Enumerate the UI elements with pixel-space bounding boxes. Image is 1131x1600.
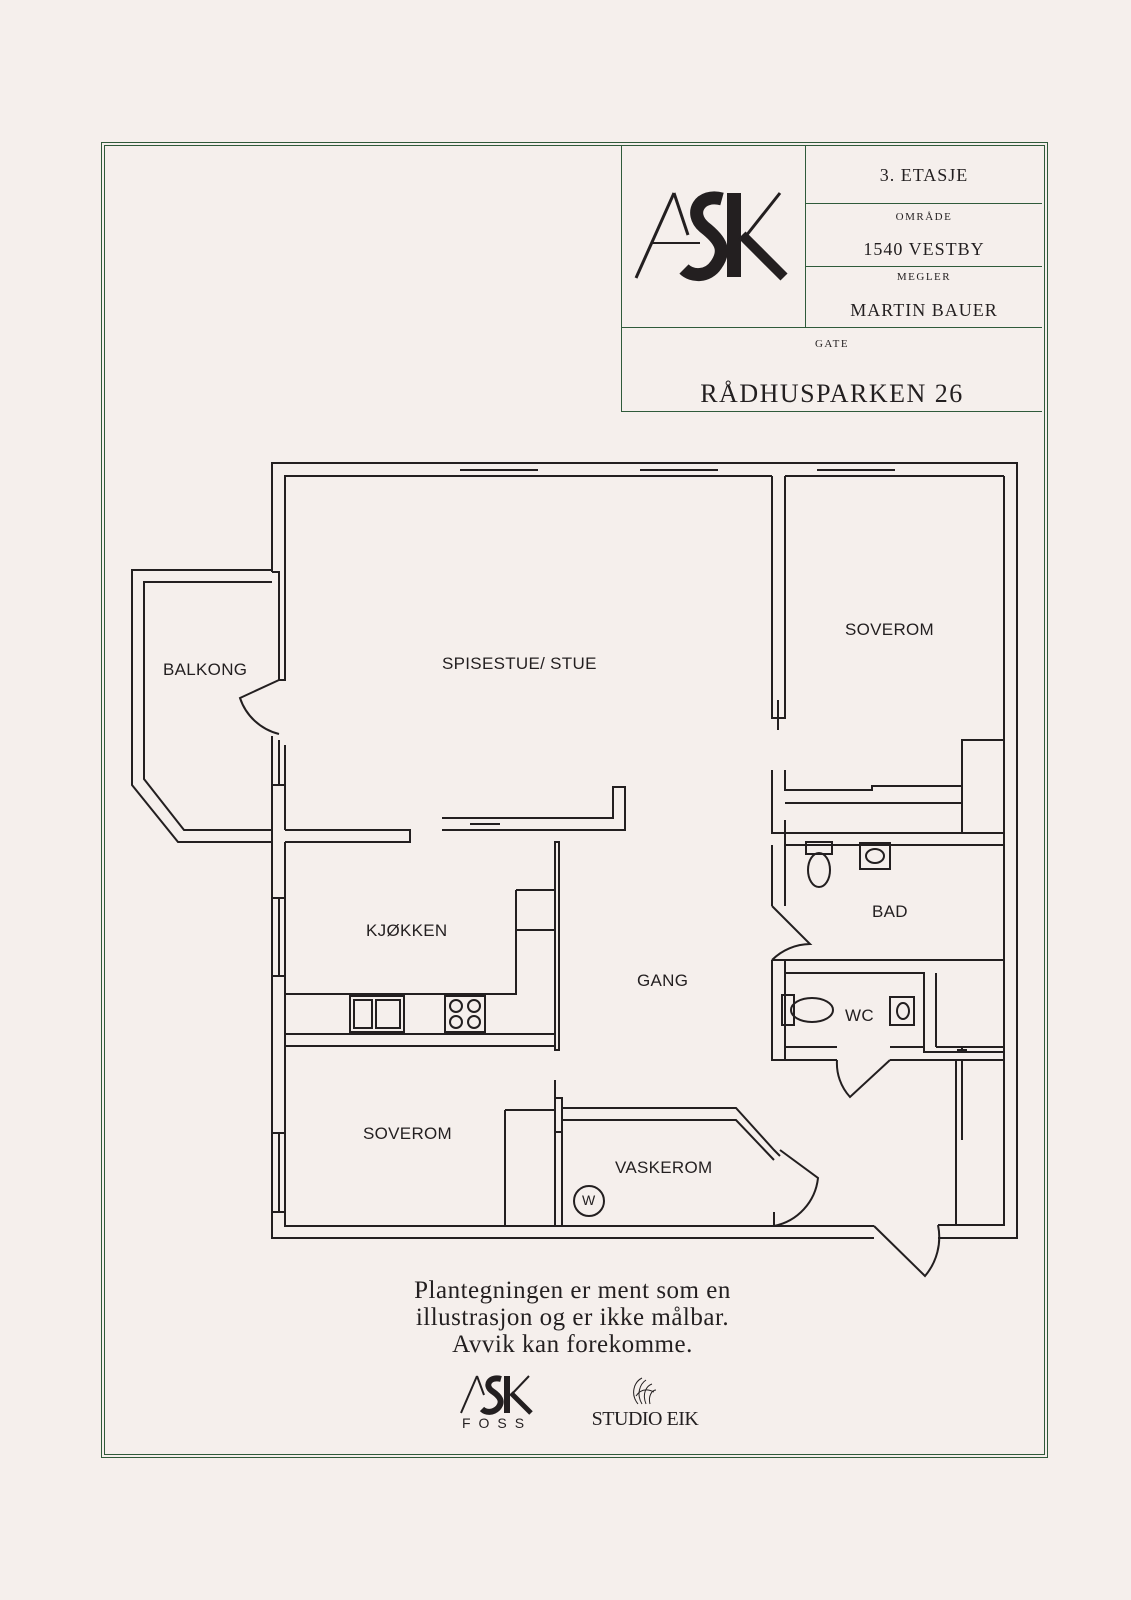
room-bathroom: BAD: [872, 902, 908, 921]
studio-eik-logo: STUDIO EIK: [590, 1374, 700, 1434]
room-balcony: BALKONG: [163, 660, 248, 679]
floor-text: 3. ETASJE: [879, 165, 969, 185]
room-bedroom-1: SOVEROM: [845, 620, 935, 639]
room-living: SPISESTUE/ STUE: [442, 654, 597, 673]
studio-eik-text: STUDIO EIK: [591, 1408, 699, 1430]
title-block: 3. ETASJE OMRÅDE 1540 VESTBY MEGLER MART…: [621, 145, 1042, 412]
washer-label: W: [582, 1192, 596, 1208]
room-hallway: GANG: [637, 971, 689, 990]
disclaimer-line: Plantegningen er ment som en: [414, 1277, 731, 1304]
room-bedroom-2: SOVEROM: [363, 1124, 453, 1143]
area-value: 1540 VESTBY: [863, 239, 985, 259]
room-wc: WC: [845, 1006, 874, 1025]
divider: [805, 266, 1042, 267]
foss-text: FOSS: [461, 1415, 533, 1431]
area-label: OMRÅDE: [895, 211, 953, 223]
divider: [622, 327, 1042, 328]
ask-logo: [630, 185, 800, 285]
ask-foss-logo: FOSS: [457, 1373, 537, 1431]
agent-label: MEGLER: [896, 271, 952, 283]
inner-frame: [104, 145, 1045, 1455]
divider: [805, 145, 806, 328]
outer-frame: [101, 142, 1048, 1458]
room-kitchen: KJØKKEN: [366, 921, 448, 940]
disclaimer: Plantegningen er ment som en illustrasjo…: [360, 1277, 785, 1358]
agent-value: MARTIN BAUER: [850, 300, 998, 320]
street-label: GATE: [814, 338, 850, 350]
divider: [805, 203, 1042, 204]
disclaimer-line: illustrasjon og er ikke målbar.: [415, 1304, 730, 1331]
washer-icon: [573, 1185, 605, 1217]
room-laundry: VASKEROM: [615, 1158, 713, 1177]
street-value: RÅDHUSPARKEN 26: [700, 379, 964, 408]
disclaimer-line: Avvik kan forekomme.: [452, 1331, 693, 1358]
